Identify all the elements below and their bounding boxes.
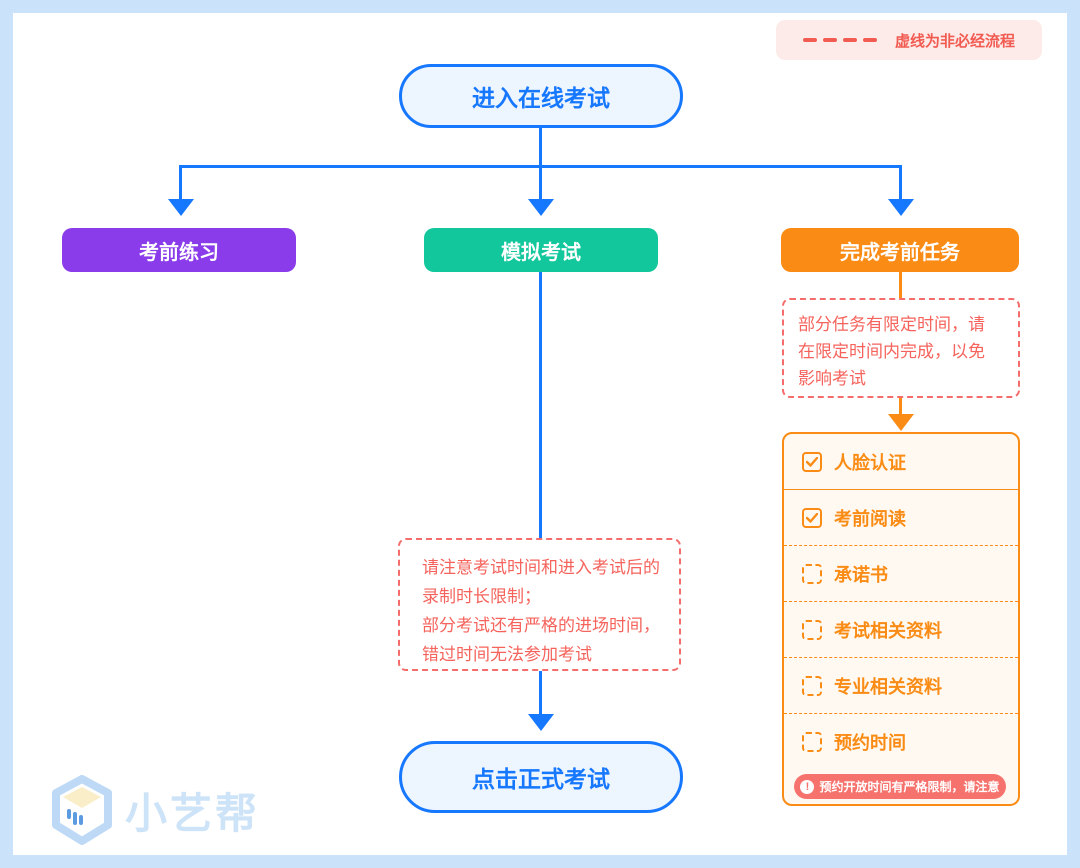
checkbox-checked-icon	[802, 451, 822, 472]
checklist-item-pre-exam-reading: 考前阅读	[784, 490, 1018, 546]
connector-tasks-to-note	[899, 272, 902, 299]
appointment-warning-text: 预约开放时间有严格限制，请注意	[819, 780, 1000, 794]
pre-exam-task-checklist: 人脸认证 考前阅读 承诺书 考试相关资料	[782, 432, 1020, 806]
checkbox-empty-icon	[802, 675, 822, 696]
checklist-item-label: 考试相关资料	[834, 620, 942, 641]
node-enter-online-exam: 进入在线考试	[399, 64, 683, 128]
note-task-line: 在限定时间内完成，以免	[798, 342, 985, 361]
legend-non-mandatory: 虚线为非必经流程	[776, 20, 1042, 60]
arrowhead-to-final	[528, 714, 554, 731]
connector-note-to-final	[539, 671, 542, 715]
node-pre-exam-practice-label: 考前练习	[139, 241, 219, 264]
flowchart-canvas: 虚线为非必经流程 进入在线考试 考前练习 模拟考试 完成考前任务 部分任务有限定…	[13, 13, 1067, 855]
checklist-item-label: 人脸认证	[834, 452, 906, 473]
arrowhead-to-checklist	[888, 414, 914, 431]
note-exam-time-warning: 请注意考试时间和进入考试后的 录制时长限制； 部分考试还有严格的进场时间， 错过…	[398, 538, 681, 671]
checklist-item-face-verification: 人脸认证	[784, 434, 1018, 490]
note-task-line: 部分任务有限定时间，请	[798, 315, 985, 334]
connector-left-down	[179, 165, 182, 200]
checkbox-empty-icon	[802, 563, 822, 584]
checklist-item-exam-materials: 考试相关资料	[784, 602, 1018, 658]
node-complete-pre-exam-tasks: 完成考前任务	[781, 228, 1019, 272]
brand-name: 小艺帮	[125, 789, 261, 837]
checkbox-empty-icon	[802, 619, 822, 640]
checklist-item-label: 承诺书	[834, 564, 888, 585]
checkbox-empty-icon	[802, 732, 822, 752]
checklist-item-label: 预约时间	[834, 733, 906, 753]
checkbox-checked-icon	[802, 507, 822, 528]
arrowhead-to-practice	[168, 199, 194, 216]
brand-watermark: 小艺帮	[51, 775, 260, 845]
node-enter-online-exam-label: 进入在线考试	[472, 85, 610, 111]
node-pre-exam-practice: 考前练习	[62, 228, 296, 272]
checklist-item-major-materials: 专业相关资料	[784, 658, 1018, 714]
checklist-item-label: 专业相关资料	[834, 676, 942, 697]
note-task-line: 影响考试	[798, 369, 866, 388]
connector-right-down	[899, 165, 902, 200]
exclamation-icon: !	[800, 779, 815, 794]
note-exam-line: 请注意考试时间和进入考试后的	[422, 558, 660, 577]
node-complete-pre-exam-tasks-label: 完成考前任务	[840, 241, 960, 264]
note-exam-line: 录制时长限制；	[422, 587, 541, 606]
legend-label: 虚线为非必经流程	[894, 32, 1015, 50]
node-formal-exam: 点击正式考试	[399, 741, 683, 813]
connector-start-down	[539, 128, 542, 167]
connector-center-down	[539, 165, 542, 200]
checklist-item-appointment-time: 预约时间	[784, 714, 1018, 770]
note-exam-line: 错过时间无法参加考试	[422, 645, 592, 664]
note-task-time-limit: 部分任务有限定时间，请 在限定时间内完成，以免 影响考试	[782, 298, 1020, 398]
appointment-warning-badge: ! 预约开放时间有严格限制，请注意	[794, 774, 1006, 799]
arrowhead-to-mock	[528, 199, 554, 216]
node-mock-exam: 模拟考试	[424, 228, 658, 272]
note-exam-line: 部分考试还有严格的进场时间，	[422, 616, 660, 635]
connector-mock-to-note	[539, 272, 542, 538]
xiaoyibang-logo-icon	[52, 775, 112, 845]
arrowhead-to-tasks	[888, 199, 914, 216]
checklist-item-label: 考前阅读	[834, 508, 906, 529]
node-mock-exam-label: 模拟考试	[501, 241, 581, 264]
checklist-item-commitment-letter: 承诺书	[784, 546, 1018, 602]
node-formal-exam-label: 点击正式考试	[472, 766, 610, 792]
connector-note-to-checklist	[899, 398, 902, 415]
dashed-line-sample	[802, 38, 877, 42]
